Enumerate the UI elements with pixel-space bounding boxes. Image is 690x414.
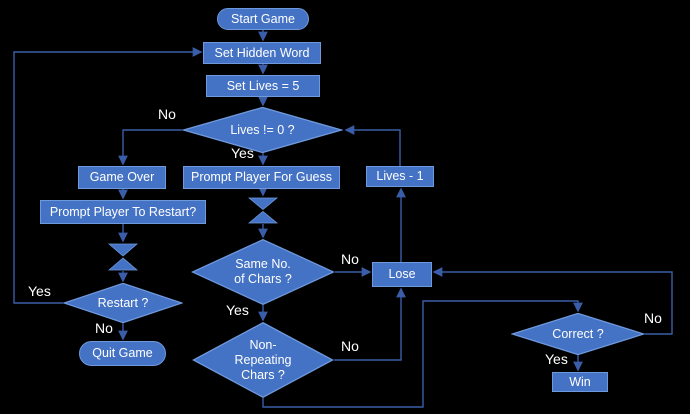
node-lives-check: Lives != 0 ? [182, 107, 343, 153]
node-set-hidden-word: Set Hidden Word [203, 42, 321, 64]
node-non-repeating: Non- Repeating Chars ? [192, 322, 334, 398]
node-set-lives: Set Lives = 5 [206, 75, 320, 97]
merge-hourglass-left [108, 243, 138, 271]
edge-non-repeating-no-to-lose [334, 287, 406, 361]
edge-correct-no-to-lose [432, 267, 673, 335]
node-lives-minus: Lives - 1 [366, 166, 434, 187]
node-prompt-restart: Prompt Player To Restart? [40, 200, 206, 224]
node-correct: Correct ? [511, 313, 645, 355]
edge-non-repeating-yes-to-correct [262, 300, 583, 408]
node-lives-check-label: Lives != 0 ? [230, 122, 295, 137]
node-restart: Restart ? [63, 283, 183, 323]
edge-label-restart-no: No [95, 320, 113, 336]
node-non-repeating-label: Non- Repeating Chars ? [234, 337, 292, 382]
edge-label-same-no: No [341, 251, 359, 267]
edge-label-correct-no: No [644, 310, 662, 326]
edge-label-restart-yes: Yes [28, 283, 51, 299]
edge-label-non-repeating-no: No [341, 338, 359, 354]
node-restart-label: Restart ? [97, 295, 149, 310]
edge-label-lives-no: No [158, 106, 176, 122]
edge-restart-yes-to-set-hidden-word [13, 47, 203, 304]
edge-lives-minus-to-lives-check [344, 125, 401, 166]
edge-label-same-yes: Yes [226, 302, 249, 318]
node-correct-label: Correct ? [552, 326, 604, 341]
edge-label-correct-yes: Yes [545, 351, 568, 367]
node-same-chars-label: Same No. of Chars ? [234, 257, 292, 286]
edge-label-lives-yes: Yes [231, 145, 254, 161]
node-same-chars: Same No. of Chars ? [191, 239, 335, 305]
edge-lives-no-to-game-over [118, 129, 182, 166]
node-game-over: Game Over [78, 166, 166, 189]
node-lose: Lose [372, 262, 432, 287]
node-start-game: Start Game [217, 8, 309, 30]
node-quit-game: Quit Game [79, 341, 166, 366]
merge-hourglass-center [248, 197, 278, 224]
node-win: Win [552, 372, 608, 392]
node-prompt-guess: Prompt Player For Guess [183, 166, 340, 189]
